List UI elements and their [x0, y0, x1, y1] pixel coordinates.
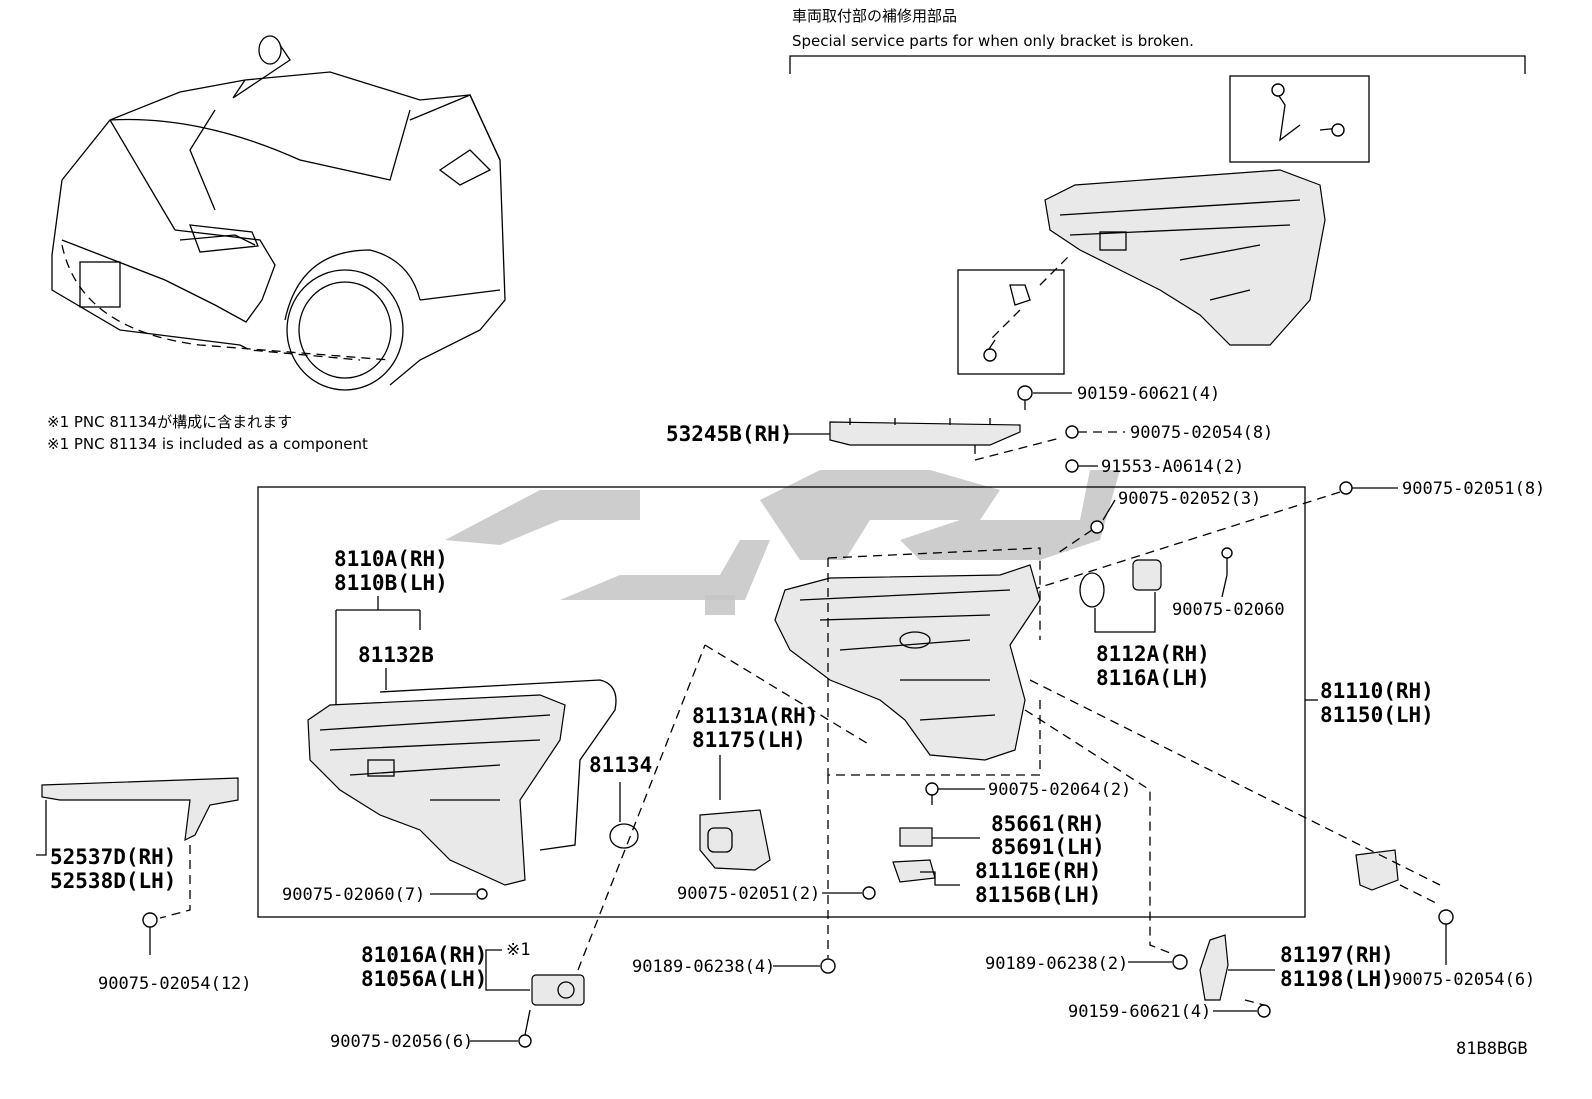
label-90075-02051-2: 90075-02051(2): [677, 884, 820, 904]
header-en: Special service parts for when only brac…: [792, 32, 1194, 50]
headlamp-assembly-top: [1044, 169, 1326, 346]
label-90189-06238-4: 90189-06238(4): [632, 957, 775, 977]
label-90075-02060-7: 90075-02060(7): [282, 885, 425, 905]
label-90075-02051-8: 90075-02051(8): [1402, 479, 1545, 499]
bracket-81116e: [892, 859, 936, 883]
seal-81132b: [379, 679, 617, 851]
label-star1: ※1: [506, 940, 530, 960]
header-bracket: [789, 55, 1526, 74]
label-8112a: 8112A(RH): [1096, 642, 1210, 666]
label-52537d: 52537D(RH): [50, 845, 176, 869]
bracket-inset-left: [957, 269, 1065, 375]
note-jp: ※1 PNC 81134が構成に含まれます: [47, 413, 292, 431]
label-81175: 81175(LH): [692, 728, 806, 752]
lamp-unit-8110a: [307, 694, 566, 886]
car-illustration: [51, 35, 506, 391]
label-81056a: 81056A(LH): [361, 967, 487, 991]
bracket-right-small: [1355, 849, 1399, 891]
assembly-box: [257, 486, 1306, 918]
label-81134: 81134: [589, 753, 652, 777]
label-90075-02056: 90075-02056(6): [330, 1032, 473, 1052]
label-90159-60621-bot: 90159-60621(4): [1068, 1002, 1211, 1022]
label-85691: 85691(LH): [991, 835, 1105, 859]
bracket-inset-top: [1229, 75, 1370, 163]
label-81150: 81150(LH): [1320, 703, 1434, 727]
label-81156b: 81156B(LH): [975, 883, 1101, 907]
gasket-81134: [609, 823, 639, 849]
header-jp: 車両取付部の補修用部品: [792, 7, 957, 25]
bracket-53245b: [829, 421, 1021, 446]
label-90075-02060: 90075-02060: [1172, 600, 1285, 620]
label-90075-02054-12: 90075-02054(12): [98, 974, 252, 994]
label-8116a: 8116A(LH): [1096, 666, 1210, 690]
o-ring: [1079, 572, 1105, 608]
housing-81110: [774, 564, 1041, 761]
watermark: [445, 470, 1120, 615]
label-81110: 81110(RH): [1320, 679, 1434, 703]
bracket-52537d: [41, 777, 239, 842]
label-90189-06238-2: 90189-06238(2): [985, 954, 1128, 974]
label-90075-02052-3: 90075-02052(3): [1118, 489, 1261, 509]
footer-code: 81B8BGB: [1456, 1039, 1528, 1059]
label-85661: 85661(RH): [991, 812, 1105, 836]
label-81016a: 81016A(RH): [361, 943, 487, 967]
note-en: ※1 PNC 81134 is included as a component: [47, 435, 368, 453]
label-90159-60621-top: 90159-60621(4): [1077, 384, 1220, 404]
module-85661: [899, 827, 933, 847]
label-81198: 81198(LH): [1280, 967, 1394, 991]
label-81131a: 81131A(RH): [692, 704, 818, 728]
label-52538d: 52538D(LH): [50, 869, 176, 893]
label-90075-02064: 90075-02064(2): [988, 780, 1131, 800]
socket-8112a: [1132, 559, 1162, 591]
label-8110a: 8110A(RH): [334, 547, 448, 571]
label-53245b: 53245B(RH): [666, 422, 792, 446]
bracket-81197: [1199, 934, 1229, 1001]
label-8110b: 8110B(LH): [334, 571, 448, 595]
label-90075-02054-8: 90075-02054(8): [1130, 423, 1273, 443]
label-81197: 81197(RH): [1280, 943, 1394, 967]
label-81116e: 81116E(RH): [975, 859, 1101, 883]
label-91553: 91553-A0614(2): [1101, 457, 1244, 477]
bracket-81131a: [699, 809, 771, 871]
label-81132b: 81132B: [358, 643, 434, 667]
label-90075-02054-6: 90075-02054(6): [1392, 970, 1535, 990]
